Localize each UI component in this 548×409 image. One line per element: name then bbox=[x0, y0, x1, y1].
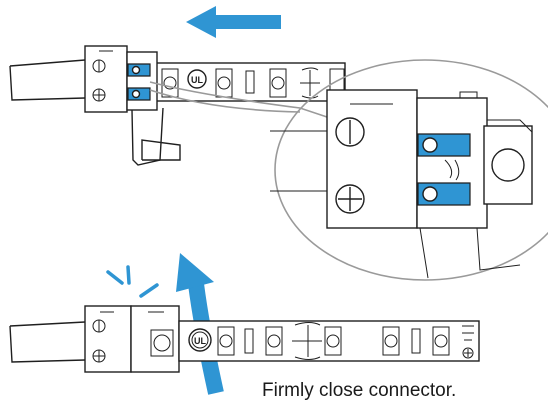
ul-mark-icon: UL bbox=[187, 69, 207, 89]
ul-mark-icon: UL bbox=[188, 328, 212, 352]
top-cable bbox=[9, 59, 86, 101]
top-strip bbox=[154, 62, 346, 102]
bottom-connector-plug bbox=[84, 305, 132, 373]
top-connector-plug bbox=[84, 45, 128, 113]
top-connector-housing bbox=[126, 51, 181, 166]
minus-terminal-icon bbox=[335, 117, 365, 147]
detail-zoom-circle bbox=[270, 59, 548, 281]
plus-terminal-icon bbox=[335, 184, 365, 214]
zoom-leader bbox=[149, 81, 331, 119]
bottom-connector-lid bbox=[130, 305, 180, 373]
bottom-cable bbox=[9, 321, 86, 363]
bottom-strip bbox=[178, 320, 480, 362]
svg-text:UL: UL bbox=[191, 75, 203, 85]
svg-text:UL: UL bbox=[194, 336, 206, 346]
click-spark-icon bbox=[106, 265, 159, 298]
arrow-left-icon bbox=[186, 6, 281, 38]
instruction-caption: Firmly close connector. bbox=[262, 380, 457, 401]
